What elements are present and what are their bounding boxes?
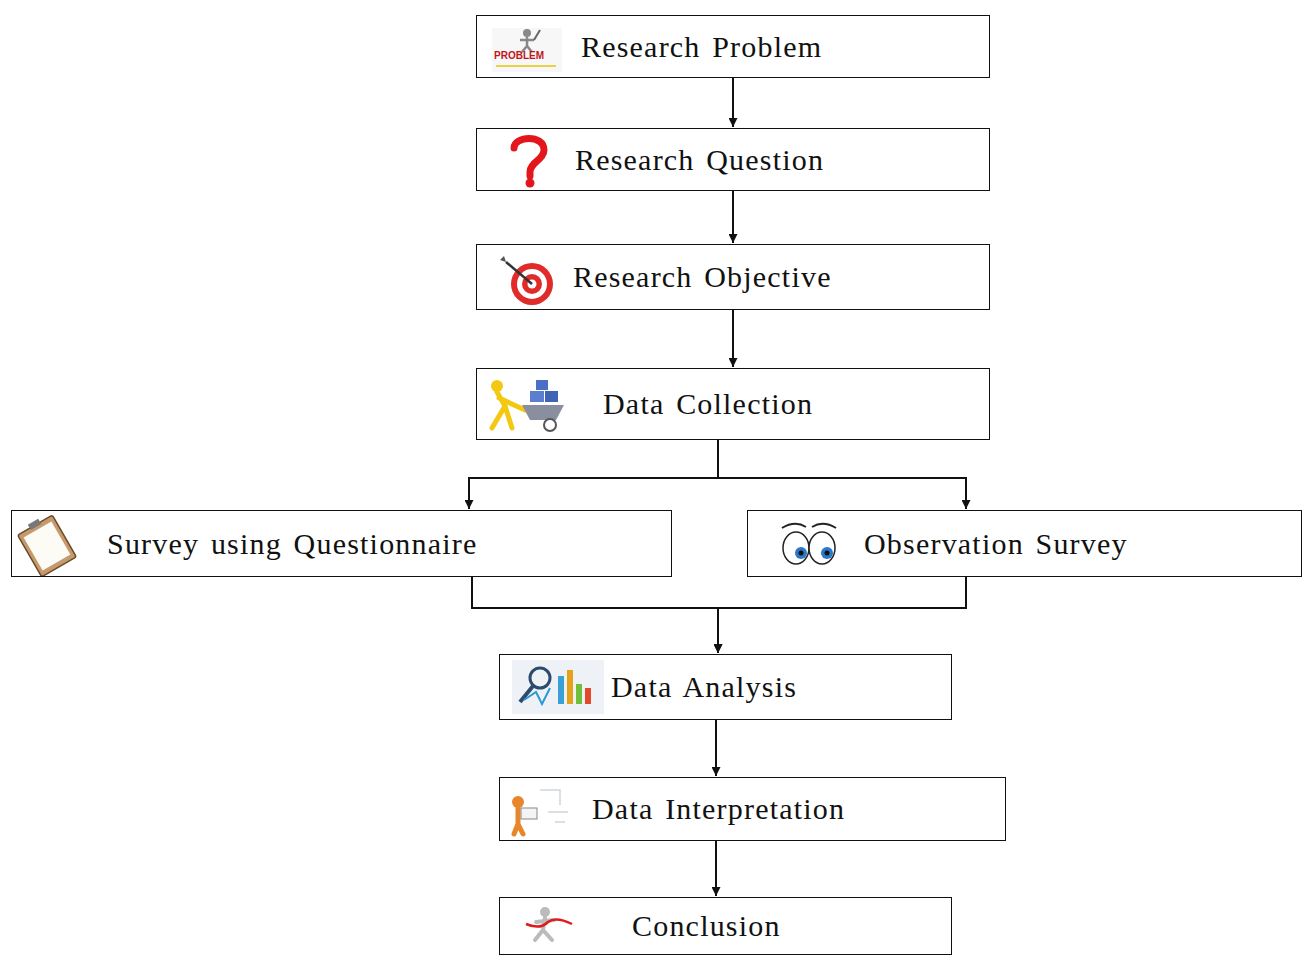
method-box: Observation Survey bbox=[747, 510, 1302, 577]
eyes-icon bbox=[782, 524, 836, 564]
flow-arrow bbox=[732, 310, 734, 367]
terminal-box: Conclusion bbox=[499, 897, 952, 955]
clipboard-icon bbox=[18, 515, 77, 577]
icon-caption: PROBLEM bbox=[494, 50, 544, 61]
interpretation-icon bbox=[512, 790, 568, 834]
process-box: Data Interpretation bbox=[499, 777, 1006, 841]
analysis-icon bbox=[512, 660, 604, 714]
box-label: Conclusion bbox=[632, 909, 781, 943]
flow-arrow bbox=[732, 78, 734, 127]
flow-arrow bbox=[715, 720, 717, 776]
target-icon bbox=[500, 256, 553, 305]
box-label: Research Problem bbox=[581, 30, 822, 64]
box-label: Data Collection bbox=[603, 387, 813, 421]
flow-arrow bbox=[472, 577, 718, 653]
flow-arrow bbox=[732, 191, 734, 243]
flow-arrow bbox=[718, 440, 966, 509]
box-label: Research Question bbox=[575, 143, 824, 177]
process-box: Research Objective bbox=[476, 244, 990, 310]
worker-icon bbox=[491, 380, 564, 431]
box-label: Survey using Questionnaire bbox=[107, 527, 477, 561]
process-box: Data Analysis bbox=[499, 654, 952, 720]
box-label: Data Analysis bbox=[611, 670, 797, 704]
process-box: Data Collection bbox=[476, 368, 990, 440]
process-box: Research Problem bbox=[476, 15, 990, 78]
finish-icon bbox=[526, 907, 572, 940]
flow-arrow bbox=[469, 440, 718, 509]
process-box: Research Question bbox=[476, 128, 990, 191]
box-label: Data Interpretation bbox=[592, 792, 845, 826]
box-label: Research Objective bbox=[573, 260, 832, 294]
flow-arrow bbox=[715, 841, 717, 896]
flow-arrow bbox=[718, 577, 966, 653]
box-label: Observation Survey bbox=[864, 527, 1128, 561]
problem-icon bbox=[492, 28, 562, 72]
method-box: Survey using Questionnaire bbox=[11, 510, 672, 577]
question-icon bbox=[514, 139, 544, 188]
